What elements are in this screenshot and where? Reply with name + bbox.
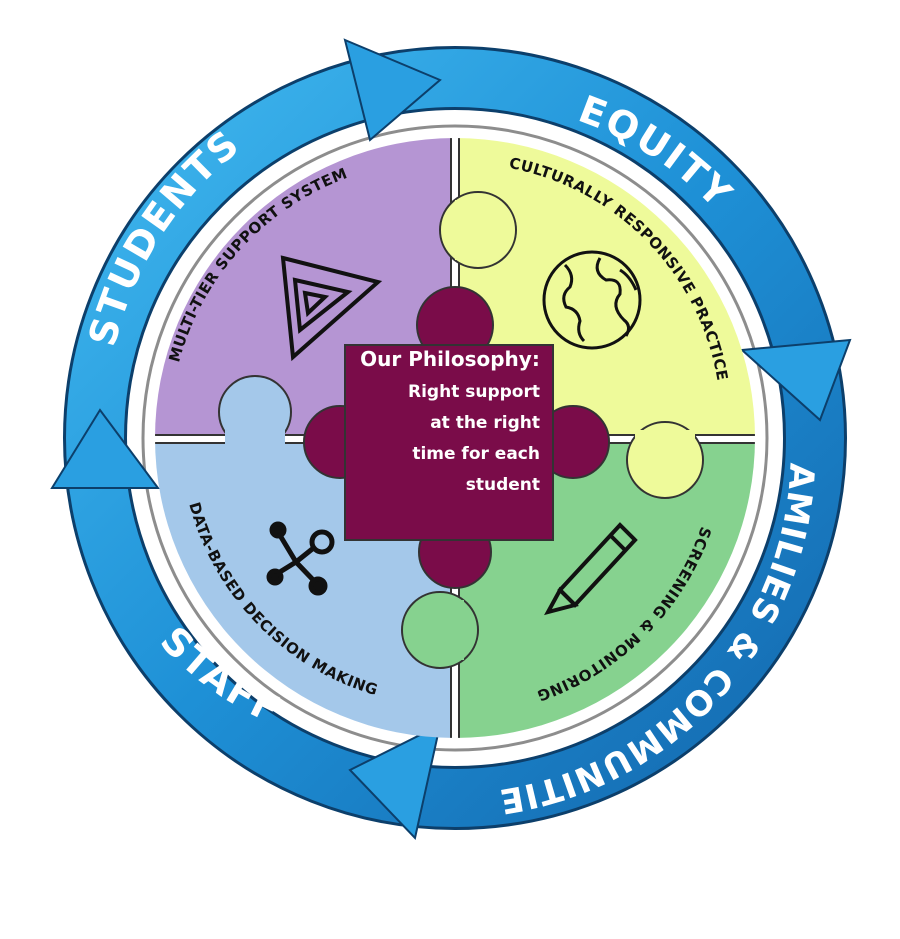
arrowhead-left xyxy=(50,408,160,489)
arrowhead-right xyxy=(739,338,852,422)
center-piece xyxy=(303,286,610,589)
center-line-3: time for each xyxy=(412,444,540,464)
center-line-4: student xyxy=(466,475,540,495)
arrowhead-top xyxy=(343,38,442,142)
network-icon xyxy=(266,521,335,596)
pencil-icon xyxy=(544,522,638,616)
center-line-1: Right support xyxy=(408,382,540,402)
globe-icon xyxy=(542,250,642,350)
center-title: Our Philosophy: xyxy=(360,347,540,371)
triangle-icon xyxy=(280,255,383,362)
center-line-2: at the right xyxy=(430,413,540,433)
arrowhead-bottom xyxy=(348,723,442,841)
